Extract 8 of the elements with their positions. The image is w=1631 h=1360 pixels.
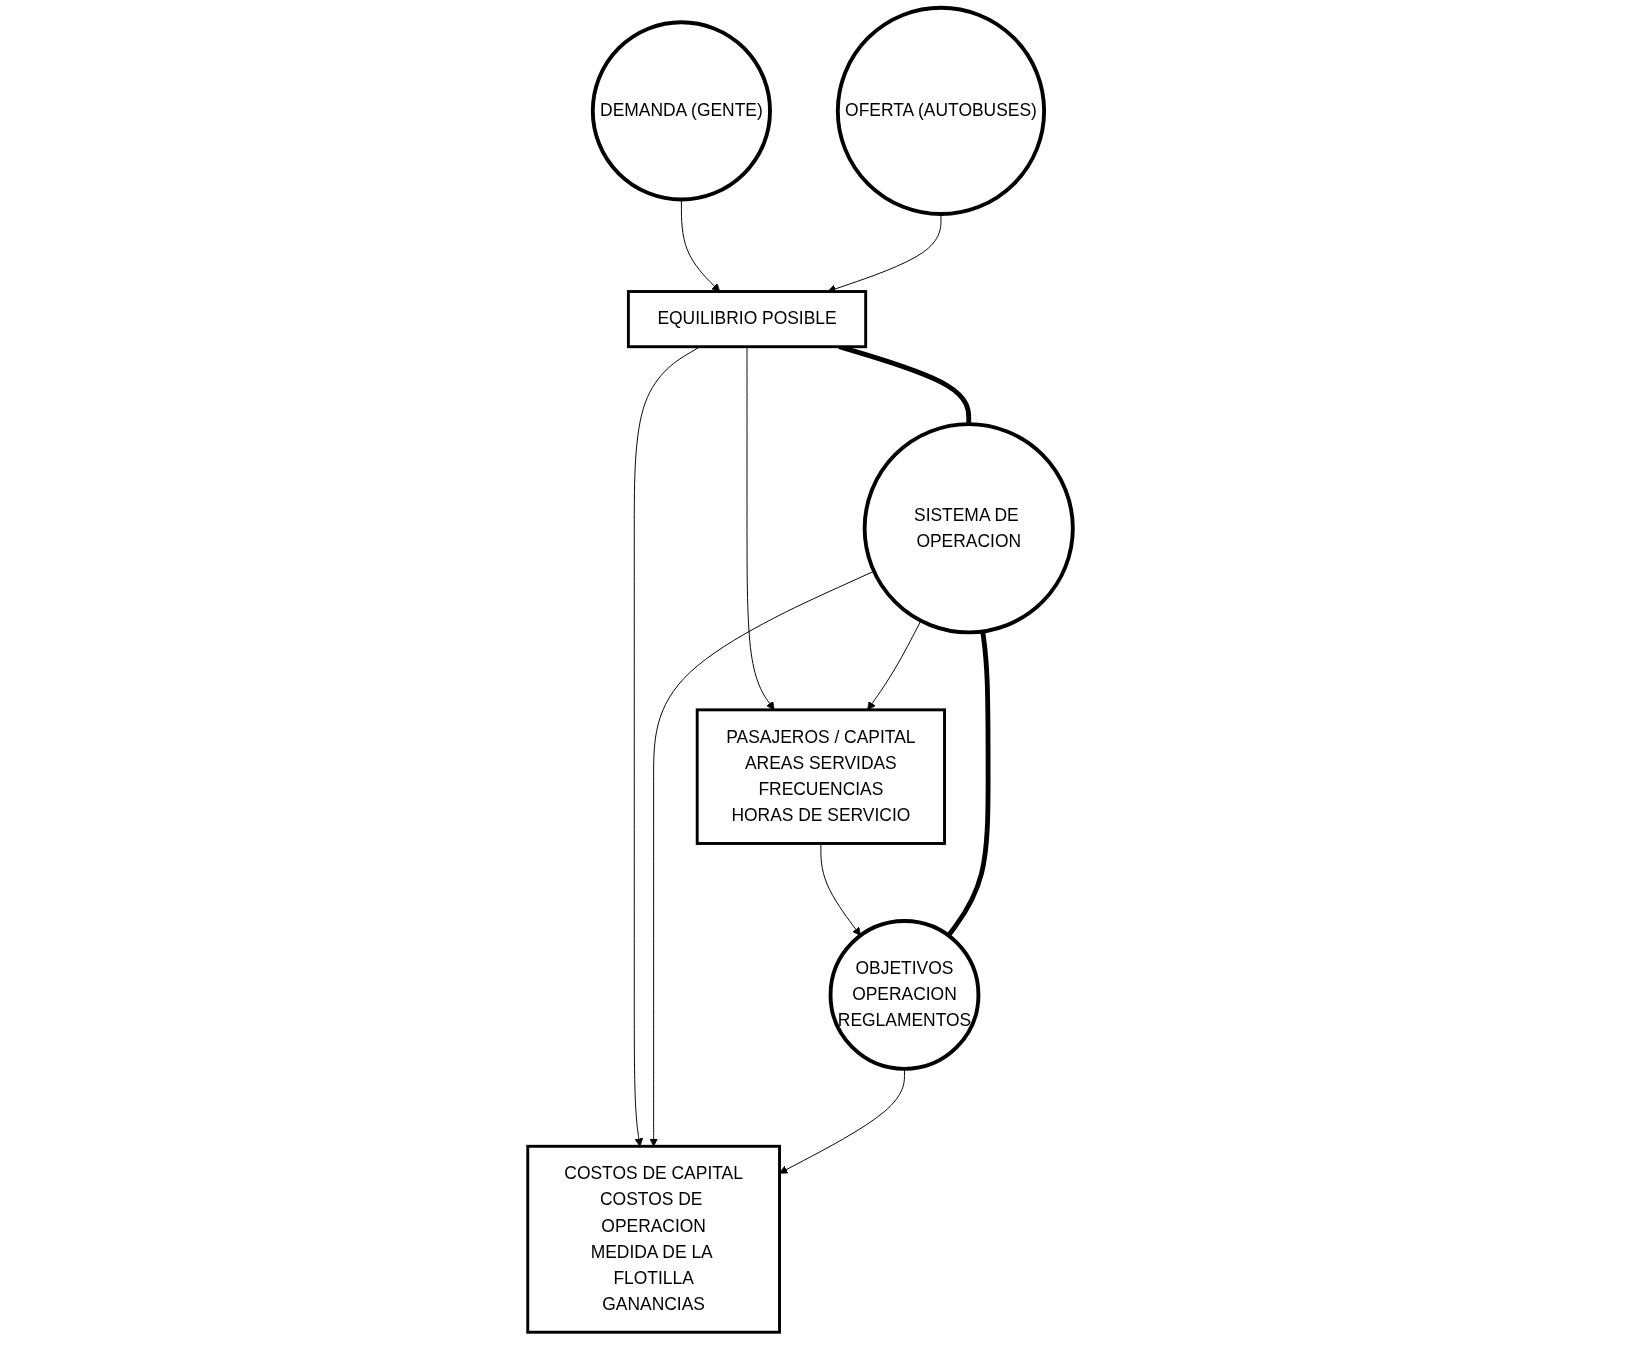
node-circle: SISTEMA DE OPERACION bbox=[862, 422, 1075, 635]
node-circle: OBJETIVOS OPERACION REGLAMENTOS bbox=[828, 919, 981, 1071]
node-circle: OFERTA (AUTOBUSES) bbox=[835, 5, 1046, 216]
node-circle: DEMANDA (GENTE) bbox=[590, 20, 772, 202]
node-box: COSTOS DE CAPITAL COSTOS DE OPERACION MEDIDA DE LA FLOTILLA GANANCIAS bbox=[526, 1144, 781, 1334]
node-box: EQUILIBRIO POSIBLE bbox=[626, 290, 867, 349]
node-box: PASAJEROS / CAPITAL AREAS SERVIDAS FRECUENCIAS HORAS DE SERVICIO bbox=[695, 708, 946, 845]
connector bbox=[946, 631, 991, 937]
